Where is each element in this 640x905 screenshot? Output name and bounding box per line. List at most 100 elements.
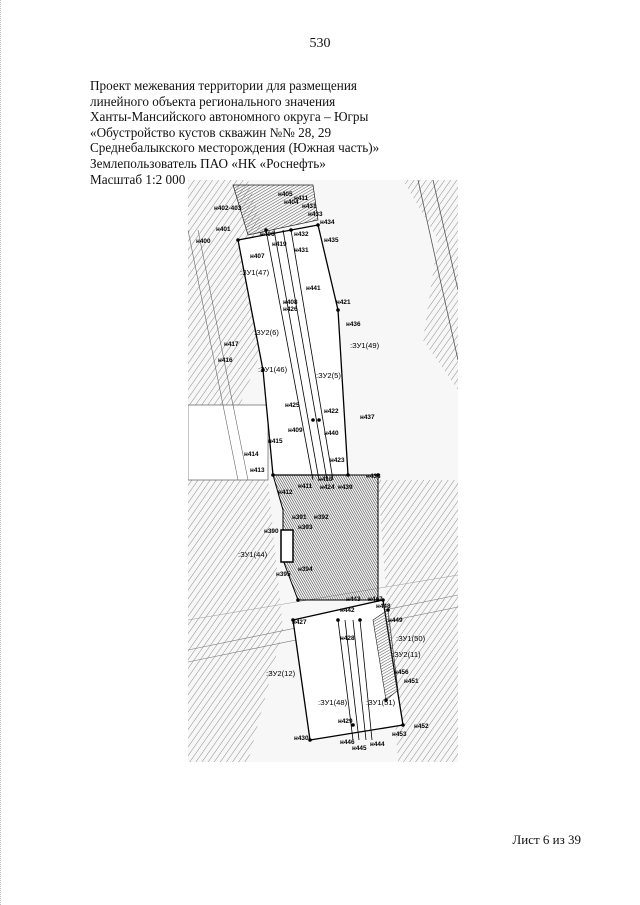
- point-label: н428: [340, 635, 355, 642]
- zone-label: :ЗУ1(50): [396, 634, 426, 643]
- point-label: н395: [276, 571, 291, 578]
- boundary-points: [236, 223, 405, 742]
- document-caption: Проект межевания территории для размещен…: [90, 78, 379, 187]
- point-label: н439: [338, 484, 353, 491]
- point-label: н401: [216, 226, 231, 233]
- point-label: н411: [294, 195, 309, 202]
- survey-map-drawing: :ЗУ1(47) :ЗУ2(6) :ЗУ1(49) :ЗУ1(46) :ЗУ2(…: [188, 180, 458, 762]
- point-label: н423: [330, 457, 345, 464]
- point-label: н445: [352, 745, 367, 752]
- point-label: н391: [292, 514, 307, 521]
- well-pad: [280, 529, 294, 563]
- point-label: н447: [368, 596, 383, 603]
- point-label: н408: [283, 299, 298, 306]
- point-label: н413: [250, 467, 265, 474]
- hatched-zone: [188, 480, 283, 762]
- point-label: н441: [306, 285, 321, 292]
- pipeline-line: [282, 229, 328, 481]
- point-label: н442: [340, 607, 355, 614]
- caption-scale: Масштаб 1:2 000: [90, 171, 186, 187]
- point-label: н400: [196, 238, 211, 245]
- point-label: н404: [284, 199, 299, 206]
- point-label: н390: [264, 528, 279, 535]
- pipeline-line: [273, 229, 320, 481]
- sheet-number: Лист 6 из 39: [512, 832, 581, 847]
- point-label: н393: [298, 524, 313, 531]
- zone-label: :ЗУ1(47): [240, 268, 270, 277]
- point-label: н438: [366, 473, 381, 480]
- caption-line: Ханты-Мансийского автономного округа – Ю…: [90, 109, 369, 125]
- point-label: н443: [346, 596, 361, 603]
- point-label: н406: [260, 231, 275, 238]
- road-edge: [432, 180, 458, 291]
- point-label: н411: [298, 483, 313, 490]
- zone-label: :ЗУ2(11): [392, 650, 421, 659]
- point-label: н449: [388, 617, 403, 624]
- point-label: н446: [340, 739, 355, 746]
- pipeline-line: [352, 619, 367, 741]
- road-edge: [188, 229, 239, 481]
- zone-label: :ЗУ2(6): [254, 328, 279, 337]
- dense-hatched-area: [232, 184, 319, 236]
- zone-label: :ЗУ1(49): [350, 341, 380, 350]
- point-label: н419: [272, 241, 287, 248]
- point-label: н432: [294, 231, 309, 238]
- scan-edge: [0, 0, 5, 905]
- point-label: н421: [336, 299, 351, 306]
- zone-label: :ЗУ1(44): [238, 550, 268, 559]
- blank-parcel: [188, 404, 269, 481]
- point-label: н437: [360, 414, 375, 421]
- point-label: н424: [320, 484, 335, 491]
- hatched-zone: [403, 180, 458, 390]
- point-label: н427: [292, 619, 307, 626]
- point-label: н435: [324, 237, 339, 244]
- zone-label: :ЗУ2(5): [316, 371, 341, 380]
- road-edge: [417, 180, 458, 361]
- point-label: н440: [324, 430, 339, 437]
- point-label: н425: [285, 402, 300, 409]
- point-label: н451: [404, 678, 419, 685]
- point-label: н452: [414, 723, 429, 730]
- point-label: н417: [224, 341, 239, 348]
- point-label: н405: [278, 191, 293, 198]
- point-label: н394: [298, 566, 313, 573]
- point-label: н410: [318, 476, 333, 483]
- caption-line: «Обустройство кустов скважин №№ 28, 29: [90, 124, 332, 140]
- point-label: н430: [294, 735, 309, 742]
- point-label: н412: [278, 489, 293, 496]
- pipeline-line: [359, 619, 373, 741]
- pipeline-line: [337, 619, 354, 741]
- point-label: н416: [218, 357, 233, 364]
- point-label: н392: [314, 514, 329, 521]
- road-edge: [197, 229, 249, 481]
- point-label: н448: [376, 603, 391, 610]
- pipeline-line: [344, 619, 360, 741]
- point-label: н431: [294, 247, 309, 254]
- point-label: н414: [244, 451, 259, 458]
- zone-label: :ЗУ2(12): [266, 669, 296, 678]
- zone-label: :ЗУ1(51): [366, 698, 396, 707]
- point-label: н407: [250, 253, 265, 260]
- caption-line: Среднебалыкского месторождения (Южная ча…: [90, 140, 380, 156]
- point-label: н453: [392, 731, 407, 738]
- page-number: 530: [309, 36, 331, 51]
- point-label: н433: [308, 211, 323, 218]
- point-label: н444: [370, 741, 385, 748]
- point-label: н431: [302, 203, 317, 210]
- survey-map: :ЗУ1(47) :ЗУ2(6) :ЗУ1(49) :ЗУ1(46) :ЗУ2(…: [188, 180, 458, 762]
- point-label: н434: [320, 219, 335, 226]
- pipeline-line: [290, 229, 334, 481]
- point-label: н426: [283, 306, 298, 313]
- caption-line: Землепользователь ПАО «НК «Роснефть»: [90, 155, 326, 171]
- point-label: н422: [324, 408, 339, 415]
- point-label: н429: [338, 718, 353, 725]
- point-label: н402-403: [214, 205, 242, 212]
- zone-label: :ЗУ1(48): [318, 698, 348, 707]
- zone-label: :ЗУ1(46): [258, 365, 288, 374]
- pipeline-line: [265, 229, 314, 481]
- point-label: н436: [346, 321, 361, 328]
- point-label: н456: [394, 669, 409, 676]
- dense-strip: [372, 609, 399, 701]
- caption-line: Проект межевания территории для размещен…: [90, 78, 357, 93]
- caption-line: линейного объекта регионального значения: [90, 93, 336, 109]
